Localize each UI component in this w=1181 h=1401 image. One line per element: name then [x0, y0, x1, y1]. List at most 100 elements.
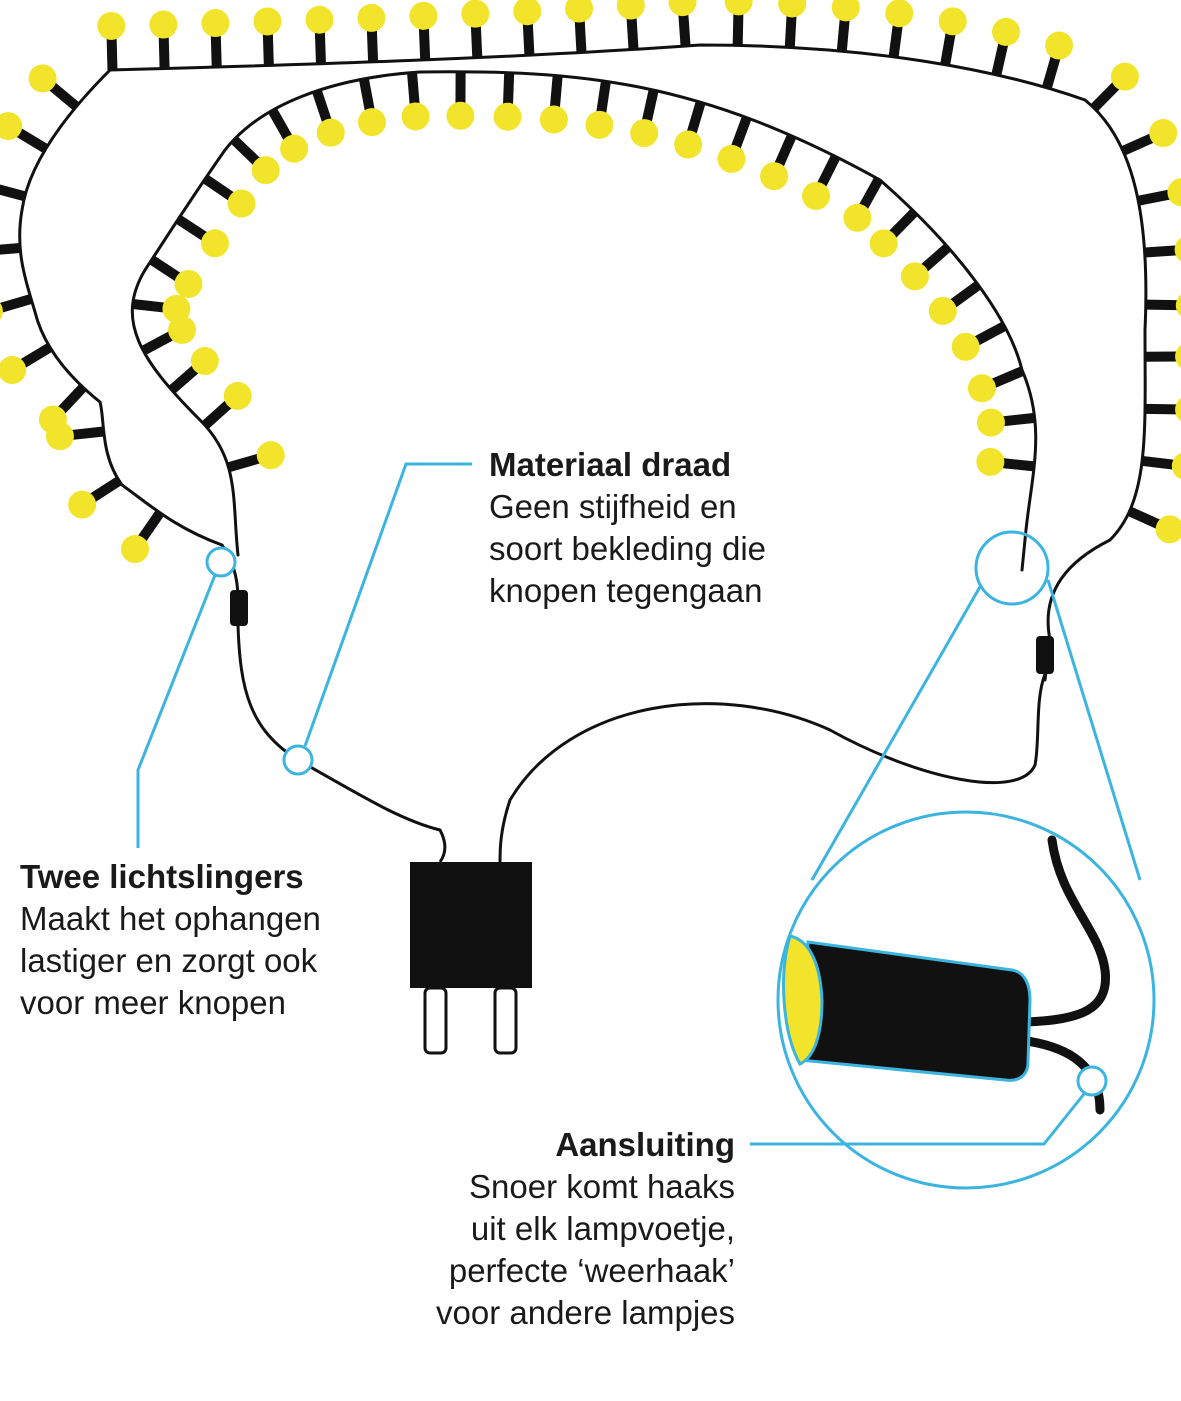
callout-line-1: Geen stijfheid en — [489, 488, 737, 525]
outer-string-bulbs — [0, 0, 1181, 564]
plug-pin-left — [423, 986, 448, 1055]
bulb-socket — [158, 36, 170, 69]
bulb-socket — [596, 80, 611, 114]
bulb-socket — [148, 255, 182, 282]
bulb-socket — [230, 136, 261, 166]
bulb — [1175, 294, 1181, 317]
callout-title: Twee lichtslingers — [20, 858, 304, 895]
bulb — [1175, 398, 1181, 422]
bulb — [928, 296, 957, 325]
bulb-socket — [549, 75, 563, 109]
bulb-socket — [0, 294, 33, 313]
plug-body — [410, 862, 532, 988]
bulb-socket — [1002, 412, 1036, 427]
bulb — [843, 203, 872, 232]
bulb-socket — [132, 299, 166, 313]
callout-line-4: voor andere lampjes — [436, 1294, 735, 1331]
bulb — [97, 11, 126, 40]
bulb — [1149, 119, 1178, 148]
bulb-socket — [1001, 458, 1035, 472]
bulb — [1174, 237, 1181, 262]
callout-marker-material — [282, 744, 314, 776]
bulb-socket — [858, 176, 884, 210]
bulb — [1045, 31, 1074, 60]
bulb — [951, 332, 980, 361]
bulb — [162, 294, 191, 323]
bulb — [513, 0, 542, 26]
bulb — [174, 269, 203, 298]
bulb — [68, 490, 97, 519]
left-lead-cable — [236, 624, 447, 863]
bulb-socket — [15, 127, 49, 154]
inner-string-bulbs — [132, 71, 1036, 476]
bulb — [976, 447, 1005, 476]
bulb — [630, 119, 659, 148]
bulb-socket — [920, 243, 952, 273]
bulb-socket — [973, 321, 1007, 346]
bulb-socket — [358, 78, 375, 112]
zoom-wire-top — [1020, 835, 1111, 1027]
bulb-socket — [1127, 506, 1161, 529]
bulb-socket — [1144, 245, 1177, 258]
bulb — [316, 118, 345, 147]
callout-line-material — [303, 462, 472, 747]
bulb-socket — [991, 42, 1009, 76]
bulb-socket — [1042, 55, 1061, 90]
bulb — [717, 144, 746, 173]
bulb-socket — [730, 115, 752, 150]
bulb — [539, 105, 568, 134]
plug-pin-right — [493, 986, 518, 1055]
callout-marker-connection — [1076, 1065, 1108, 1097]
bulb-socket — [1145, 299, 1178, 311]
bulb — [357, 108, 386, 137]
callout-line-1: Maakt het ophangen — [20, 900, 321, 937]
bulb-socket — [314, 31, 326, 64]
left-connector — [230, 590, 248, 626]
bulb — [256, 441, 285, 470]
bulb — [409, 1, 438, 30]
bulb-socket — [175, 214, 208, 241]
bulb-socket — [641, 89, 659, 123]
bulb-socket — [1090, 81, 1121, 112]
bulb-socket — [626, 17, 639, 50]
bulb — [357, 3, 386, 32]
bulb — [200, 229, 229, 258]
bulb-socket — [227, 453, 261, 473]
bulb — [802, 181, 831, 210]
bulb-socket — [1137, 189, 1171, 206]
callout-zoom-line-right — [1046, 579, 1142, 881]
callout-zoom-line-left — [810, 584, 983, 881]
bulb-socket — [106, 37, 118, 71]
bulb — [493, 102, 522, 131]
bulb-socket — [201, 400, 233, 429]
bulb-socket — [262, 33, 274, 66]
bulb — [831, 0, 860, 22]
callout-connection: Aansluiting Snoer komt haaks uit elk lam… — [436, 1124, 735, 1334]
bulb-socket — [0, 184, 27, 202]
bulb — [778, 0, 807, 18]
bulb — [668, 0, 697, 17]
callout-line-3: perfecte ‘weerhaak’ — [448, 1252, 735, 1289]
bulb-socket — [686, 100, 706, 135]
bulb-socket — [312, 89, 332, 123]
bulb — [724, 0, 753, 16]
bulb-socket — [1141, 455, 1175, 470]
bulb-socket — [888, 208, 919, 239]
callout-marker-two-strings — [205, 546, 237, 578]
bulb — [1175, 345, 1181, 368]
bulb-socket — [202, 174, 235, 201]
bulb-socket — [168, 365, 200, 394]
callout-line-2: lastiger en zorgt ook — [20, 942, 318, 979]
zoom-bulb-base — [781, 934, 824, 1066]
bulb-socket — [57, 383, 87, 415]
bulb-socket — [774, 133, 797, 168]
bulb-socket — [89, 476, 122, 503]
bulb-socket — [210, 34, 222, 68]
bulb — [190, 347, 219, 376]
bulb — [967, 374, 996, 403]
bulb-socket — [940, 32, 956, 66]
bulb — [1110, 62, 1139, 91]
bulb-socket — [574, 20, 587, 53]
bulb — [401, 102, 430, 131]
